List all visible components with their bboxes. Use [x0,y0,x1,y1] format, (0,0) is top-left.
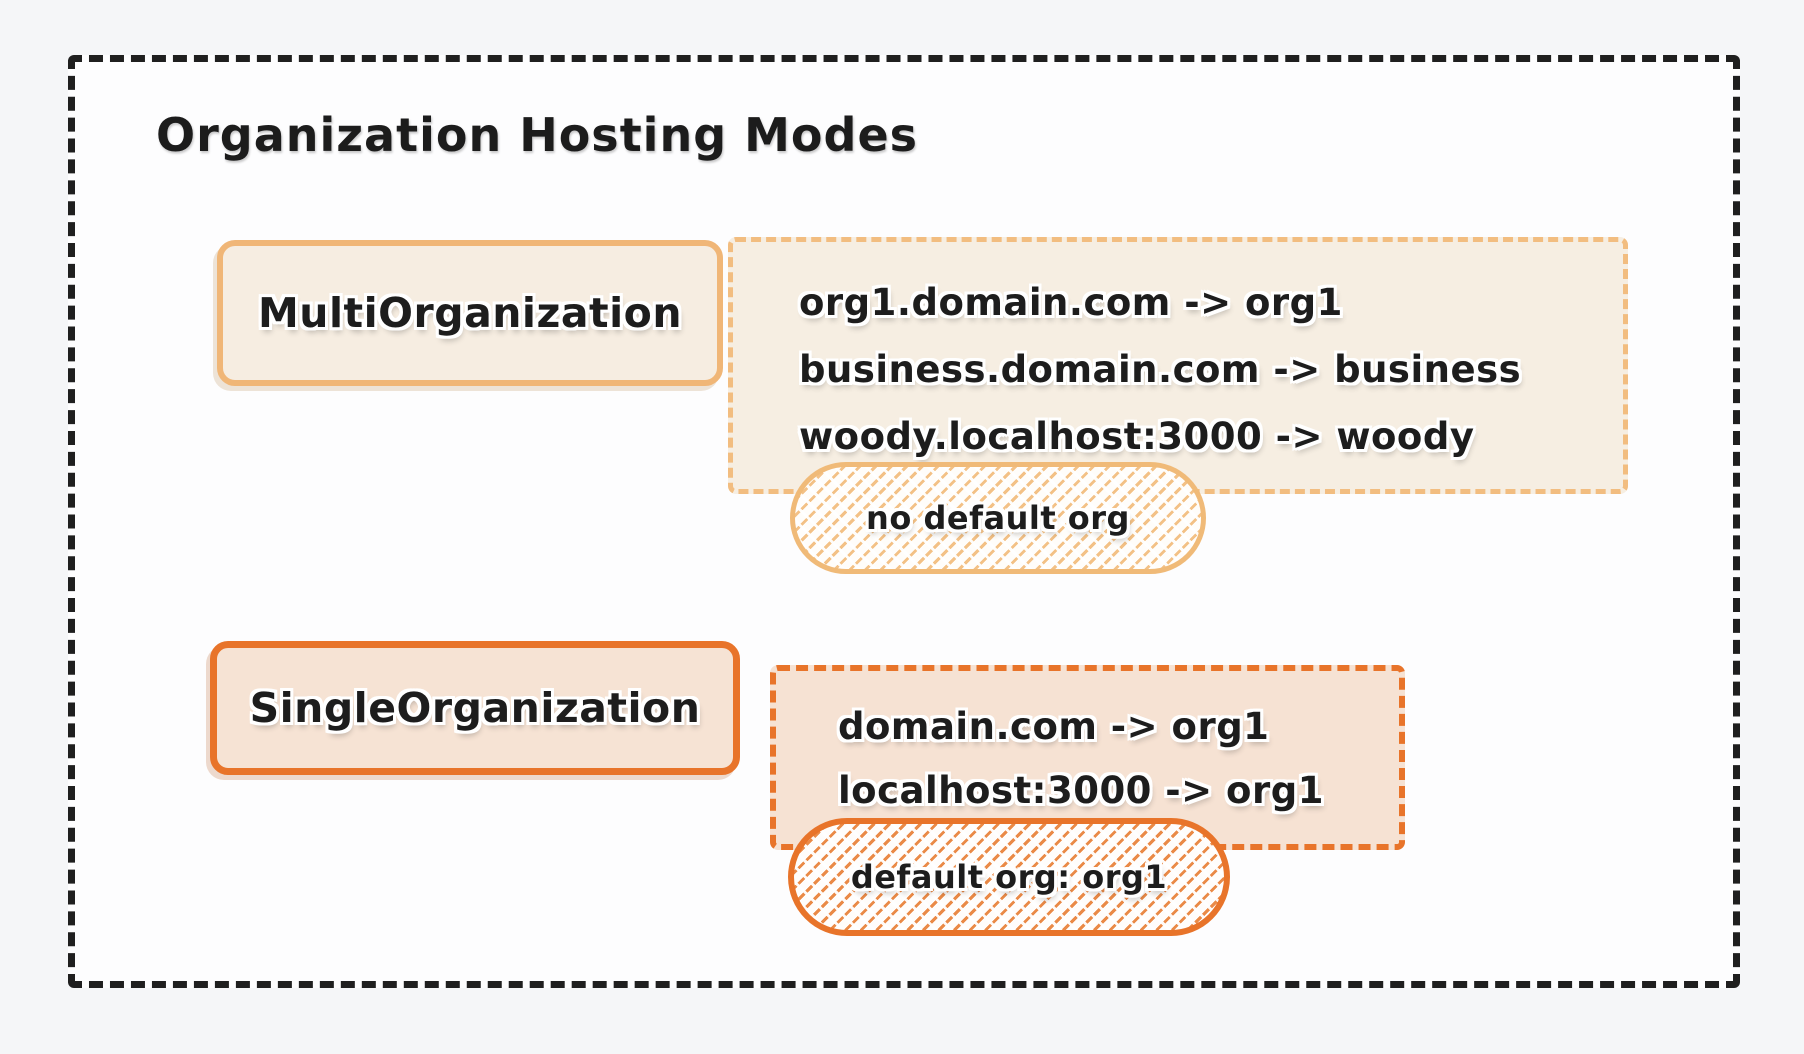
mapping-line: localhost:3000 -> org1 [838,769,1324,812]
diagram-title: Organization Hosting Modes [156,108,919,162]
multi-organization-label: MultiOrganization [257,289,683,337]
single-organization-box: SingleOrganization [210,641,740,775]
mapping-line: org1.domain.com -> org1 [799,281,1343,324]
badge-label: no default org [866,499,1130,537]
badge-label: default org: org1 [850,858,1168,896]
mapping-line: business.domain.com -> business [799,348,1522,391]
mapping-line: domain.com -> org1 [838,705,1270,748]
single-organization-label: SingleOrganization [249,684,701,732]
mapping-line: woody.localhost:3000 -> woody [799,415,1475,458]
multi-organization-box: MultiOrganization [217,240,723,386]
multi-organization-mappings-box: org1.domain.com -> org1 business.domain.… [728,237,1628,494]
single-organization-default-org-badge: default org: org1 [788,818,1230,936]
multi-organization-default-org-badge: no default org [790,462,1206,574]
